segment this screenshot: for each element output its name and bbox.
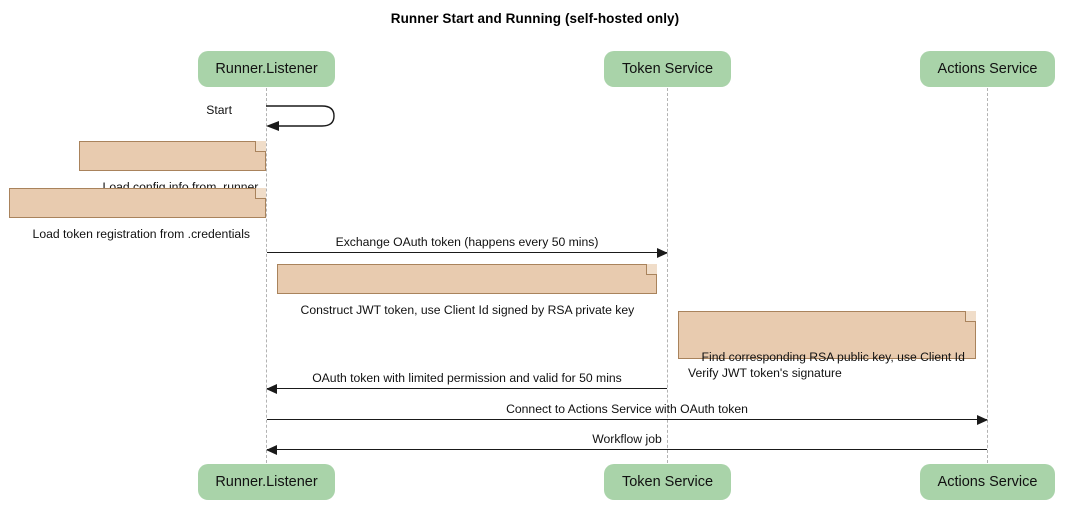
note-text: Construct JWT token, use Client Id signe… xyxy=(300,303,635,317)
note-verify-jwt-signature: Find corresponding RSA public key, use C… xyxy=(678,311,976,380)
arrowhead-left-icon xyxy=(266,384,277,394)
diagram-title: Runner Start and Running (self-hosted on… xyxy=(390,11,680,26)
lifeline-runner-listener xyxy=(266,88,267,463)
message-connect-actions-service: Connect to Actions Service with OAuth to… xyxy=(267,402,988,425)
participant-label: Runner.Listener xyxy=(215,61,318,77)
self-message-start xyxy=(264,100,340,134)
note-load-token-registration: Load token registration from .credential… xyxy=(9,188,266,241)
participant-runner-listener-bottom[interactable]: Runner.Listener xyxy=(198,464,335,500)
participant-label: Token Service xyxy=(621,474,714,490)
note-fold-icon xyxy=(965,311,976,322)
message-exchange-oauth-token: Exchange OAuth token (happens every 50 m… xyxy=(267,235,668,258)
lifeline-token-service xyxy=(667,88,668,463)
participant-label: Actions Service xyxy=(937,474,1038,490)
message-workflow-job: Workflow job xyxy=(266,432,987,455)
participant-actions-service-bottom[interactable]: Actions Service xyxy=(920,464,1055,500)
arrowhead-left-icon xyxy=(266,445,277,455)
participant-label: Token Service xyxy=(621,61,714,77)
arrowhead-right-icon xyxy=(657,248,668,258)
note-fold-icon xyxy=(255,141,266,152)
message-label: Workflow job xyxy=(592,432,662,446)
arrowhead-right-icon xyxy=(977,415,988,425)
note-text: Load token registration from .credential… xyxy=(32,227,251,241)
lifeline-actions-service xyxy=(987,88,988,463)
participant-token-service-bottom[interactable]: Token Service xyxy=(604,464,731,500)
participant-runner-listener-top[interactable]: Runner.Listener xyxy=(198,51,335,87)
note-fold-icon xyxy=(255,188,266,199)
participant-token-service-top[interactable]: Token Service xyxy=(604,51,731,87)
note-text: Find corresponding RSA public key, use C… xyxy=(688,350,965,380)
participant-label: Runner.Listener xyxy=(215,474,318,490)
participant-actions-service-top[interactable]: Actions Service xyxy=(920,51,1055,87)
note-construct-jwt-token: Construct JWT token, use Client Id signe… xyxy=(277,264,657,317)
note-fold-icon xyxy=(646,264,657,275)
message-label: Connect to Actions Service with OAuth to… xyxy=(506,402,748,416)
participant-label: Actions Service xyxy=(937,61,1038,77)
message-label: Exchange OAuth token (happens every 50 m… xyxy=(335,235,599,249)
message-oauth-token-return: OAuth token with limited permission and … xyxy=(266,371,667,394)
message-label: OAuth token with limited permission and … xyxy=(312,371,622,385)
self-message-label-start: Start xyxy=(206,103,232,117)
note-load-config: Load config info from .runner xyxy=(79,141,266,194)
